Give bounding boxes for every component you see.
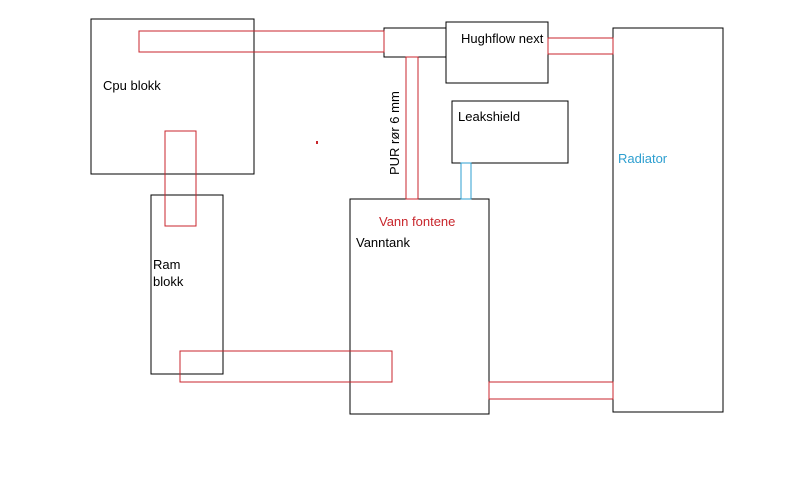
leakshield-box [451, 100, 569, 164]
radiator-label: Radiator [618, 151, 668, 166]
tube-cpu-to-junction [138, 30, 385, 53]
pur-tube-label: PUR rør 6 mm [387, 91, 402, 175]
tube-cpu-to-ram [164, 130, 197, 227]
vann-fontene-label: Vann fontene [379, 214, 455, 229]
red-dot [316, 141, 318, 144]
tube-ram-to-tank [179, 350, 393, 383]
tube-hughflow-to-radiator [547, 37, 614, 55]
radiator-box [612, 27, 724, 413]
ram-block-box [150, 194, 224, 375]
ram-block-label-line1: Ram [153, 257, 180, 272]
ram-block-label-line2: blokk [153, 274, 184, 289]
tube-leakshield-to-tank [460, 162, 472, 200]
tube-tank-to-radiator [488, 381, 614, 400]
junction-box [383, 27, 447, 58]
vanntank-box [349, 198, 490, 415]
tube-pur-vertical [405, 56, 419, 200]
leakshield-label: Leakshield [458, 109, 520, 124]
hughflow-label: Hughflow next [461, 31, 544, 46]
vanntank-label: Vanntank [356, 235, 410, 250]
cpu-block-label: Cpu blokk [103, 78, 161, 93]
cpu-block-box [90, 18, 255, 175]
